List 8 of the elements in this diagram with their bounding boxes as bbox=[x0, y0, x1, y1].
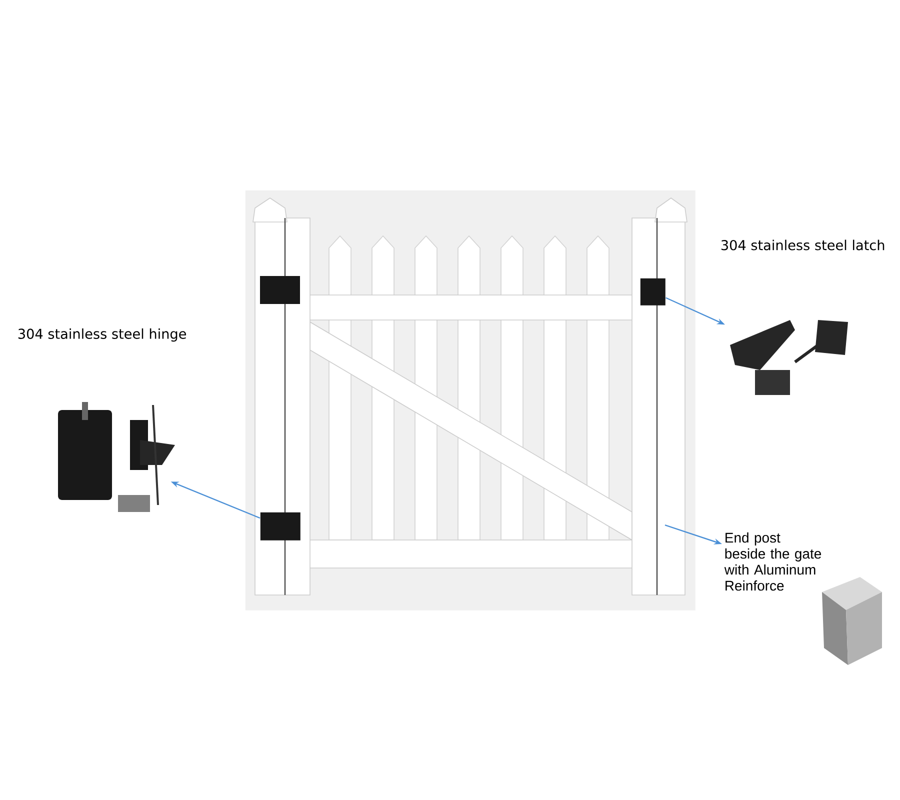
gate-drawing bbox=[245, 190, 696, 610]
latch-kit-drawing bbox=[730, 320, 848, 395]
part-label: 304 stainless steel latch bbox=[721, 240, 884, 250]
part-label: 304 stainless steel hinge bbox=[18, 328, 186, 342]
latch-drawing bbox=[640, 278, 666, 306]
hinge-drawing bbox=[260, 512, 300, 540]
hinge-kit-drawing bbox=[58, 402, 175, 512]
callout-text: End post beside the gate with Aluminum Reinforce bbox=[724, 532, 822, 591]
